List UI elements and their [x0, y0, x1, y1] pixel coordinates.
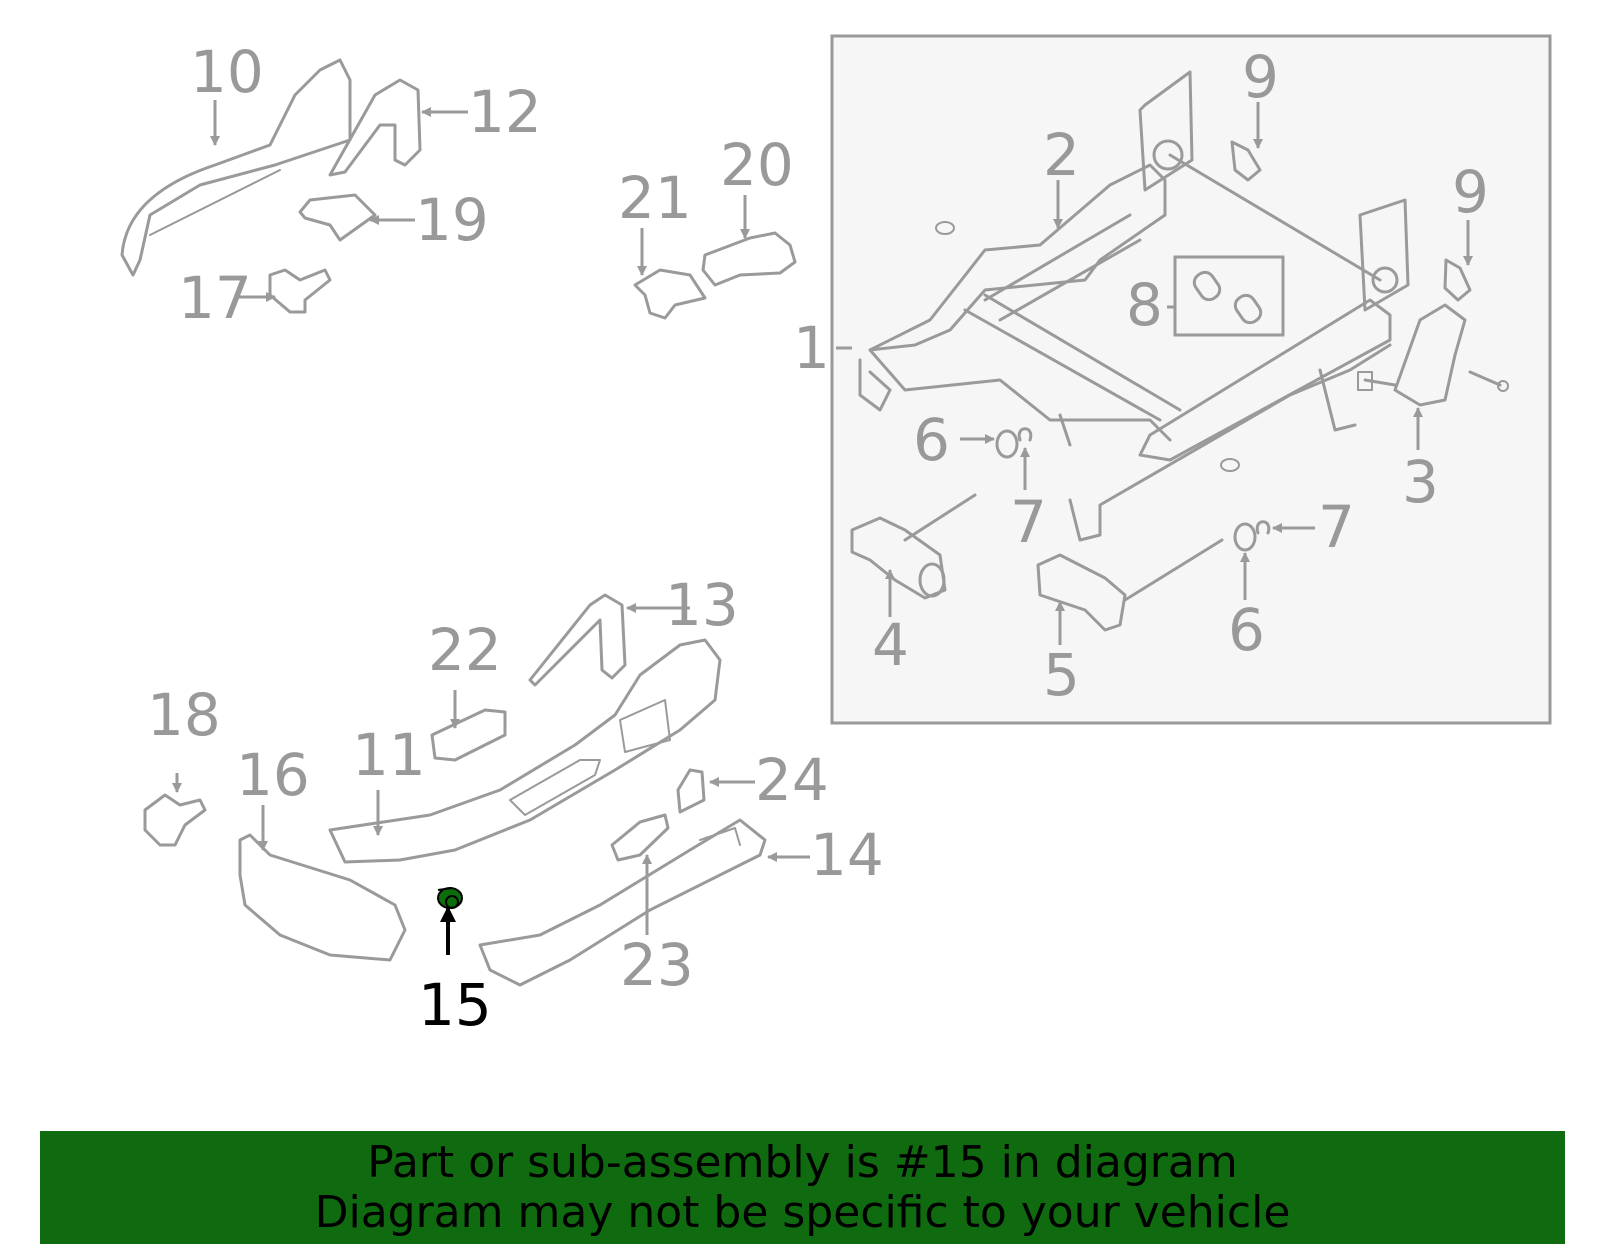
- part-24-cap: [676, 768, 706, 814]
- part-17-bracket: [268, 268, 332, 314]
- part-9-clip-b: [1443, 258, 1472, 302]
- callout-21: 21: [618, 164, 692, 232]
- part-4-motor: [850, 493, 977, 600]
- callout-20: 20: [720, 131, 794, 199]
- callout-16: 16: [236, 741, 310, 809]
- callout-9a: 9: [1242, 43, 1279, 111]
- callout-18: 18: [147, 681, 221, 749]
- part-8-bushings: [1173, 255, 1285, 337]
- callout-7b: 7: [1318, 493, 1355, 561]
- leader-lines: [172, 100, 1473, 955]
- part-12-cover: [328, 78, 422, 177]
- callout-19: 19: [415, 186, 489, 254]
- callout-2: 2: [1043, 121, 1080, 189]
- part-10-trim-cover: [120, 58, 352, 277]
- callout-labels: 10 12 19 17 21 20 1 2 9 9 8 3 6 7 7 6 4 …: [147, 38, 1489, 1039]
- callout-22: 22: [428, 616, 502, 684]
- part-11-side-trim: [328, 638, 722, 864]
- part-3-motor: [1357, 303, 1509, 407]
- part-6-washer-b: [1233, 522, 1257, 552]
- part-23-trim: [610, 813, 670, 862]
- callout-10: 10: [190, 38, 264, 106]
- callout-7a: 7: [1010, 488, 1047, 556]
- callout-17: 17: [178, 264, 252, 332]
- banner-line-1: Part or sub-assembly is #15 in diagram: [367, 1136, 1238, 1188]
- part-5-motor: [1036, 538, 1224, 632]
- callout-8: 8: [1126, 271, 1163, 339]
- part-21-cover: [633, 268, 707, 320]
- callout-1: 1: [793, 314, 830, 382]
- part-19-bracket: [298, 193, 377, 242]
- part-7-clip-a: [1017, 427, 1033, 442]
- banner-line-2: Diagram may not be specific to your vehi…: [314, 1186, 1291, 1238]
- callout-23: 23: [620, 931, 694, 999]
- callout-3: 3: [1402, 448, 1439, 516]
- callout-24: 24: [755, 746, 829, 814]
- callout-4: 4: [872, 611, 909, 679]
- part-7-clip-b: [1255, 520, 1271, 535]
- part-9-clip-a: [1230, 140, 1262, 182]
- callout-6a: 6: [913, 406, 950, 474]
- part-15-fastener-highlighted: [437, 887, 463, 909]
- part-20-cover: [701, 231, 797, 287]
- part-18-bracket: [143, 793, 207, 847]
- callout-12: 12: [468, 78, 542, 146]
- callout-6b: 6: [1228, 596, 1265, 664]
- callout-15: 15: [418, 971, 492, 1039]
- part-22-block: [430, 708, 507, 762]
- part-14-rail-cover: [478, 818, 767, 987]
- info-banner: Part or sub-assembly is #15 in diagram D…: [40, 1131, 1565, 1244]
- callout-11: 11: [352, 721, 426, 789]
- part-16-trim: [238, 833, 407, 962]
- part-2-seat-frame: [858, 70, 1410, 542]
- banner-background: [40, 1131, 1565, 1244]
- callout-5: 5: [1043, 641, 1080, 709]
- callout-14: 14: [810, 821, 884, 889]
- callout-13: 13: [665, 571, 739, 639]
- part-13-cover: [528, 593, 627, 687]
- callout-9b: 9: [1452, 158, 1489, 226]
- part-6-washer-a: [995, 429, 1019, 459]
